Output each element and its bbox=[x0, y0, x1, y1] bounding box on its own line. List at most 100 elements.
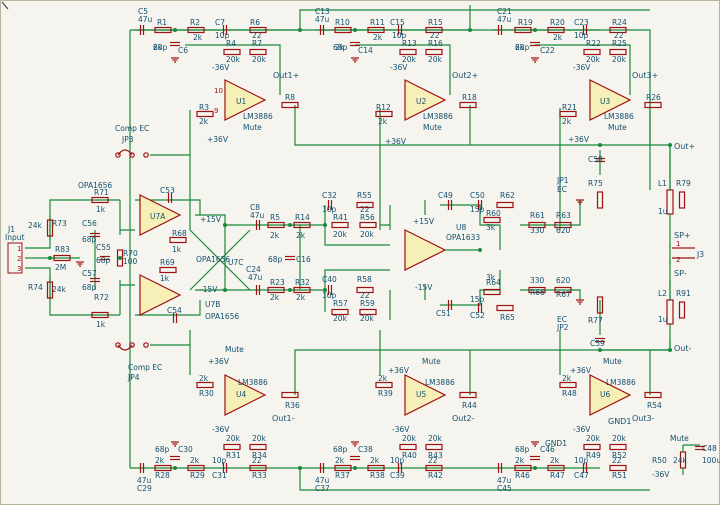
svg-text:22: 22 bbox=[360, 291, 370, 300]
svg-text:R18: R18 bbox=[462, 93, 477, 102]
svg-text:C38: C38 bbox=[358, 445, 373, 454]
svg-text:OPA1656: OPA1656 bbox=[78, 181, 112, 190]
svg-text:20k: 20k bbox=[360, 314, 375, 323]
svg-text:68p: 68p bbox=[333, 445, 348, 454]
svg-text:-36V: -36V bbox=[573, 63, 591, 72]
svg-text:C45: C45 bbox=[497, 484, 512, 493]
svg-text:JP1: JP1 bbox=[556, 176, 569, 185]
svg-text:C47: C47 bbox=[574, 471, 589, 480]
svg-text:Mute: Mute bbox=[603, 357, 622, 366]
svg-text:R30: R30 bbox=[199, 389, 214, 398]
svg-text:Mute: Mute bbox=[670, 434, 689, 443]
svg-text:-15V: -15V bbox=[200, 285, 218, 294]
svg-text:U6: U6 bbox=[600, 390, 610, 399]
svg-text:2k: 2k bbox=[370, 456, 380, 465]
svg-text:R37: R37 bbox=[335, 471, 350, 480]
svg-text:+15V: +15V bbox=[413, 217, 435, 226]
svg-text:10p: 10p bbox=[574, 456, 589, 465]
input-label: Input bbox=[5, 233, 24, 242]
svg-text:10p: 10p bbox=[322, 291, 337, 300]
svg-text:R38: R38 bbox=[370, 471, 385, 480]
svg-text:22: 22 bbox=[360, 205, 370, 214]
svg-text:C53: C53 bbox=[160, 186, 175, 195]
net-spm: SP- bbox=[674, 269, 687, 278]
svg-text:47u: 47u bbox=[315, 15, 330, 24]
svg-text:68p: 68p bbox=[82, 283, 97, 292]
svg-text:+36V: +36V bbox=[388, 366, 410, 375]
svg-text:Mute: Mute bbox=[423, 123, 442, 132]
svg-text:R71: R71 bbox=[94, 188, 109, 197]
svg-text:R52: R52 bbox=[612, 451, 627, 460]
svg-text:R24: R24 bbox=[612, 18, 627, 27]
svg-text:LM3886: LM3886 bbox=[238, 378, 268, 387]
svg-text:R23: R23 bbox=[270, 278, 285, 287]
svg-text:R15: R15 bbox=[428, 18, 443, 27]
svg-text:2k: 2k bbox=[562, 117, 572, 126]
svg-text:C46: C46 bbox=[540, 445, 555, 454]
svg-text:2k: 2k bbox=[515, 456, 525, 465]
svg-text:68p: 68p bbox=[333, 43, 348, 52]
svg-text:10p: 10p bbox=[212, 456, 227, 465]
svg-text:C39: C39 bbox=[390, 471, 405, 480]
svg-text:2k: 2k bbox=[153, 43, 163, 52]
svg-text:3: 3 bbox=[17, 265, 21, 273]
svg-text:1k: 1k bbox=[96, 320, 106, 329]
svg-text:C15: C15 bbox=[390, 18, 405, 27]
svg-text:C32: C32 bbox=[322, 191, 337, 200]
svg-text:47u: 47u bbox=[497, 15, 512, 24]
svg-text:-36V: -36V bbox=[212, 425, 230, 434]
svg-text:10p: 10p bbox=[574, 31, 589, 40]
svg-text:C7: C7 bbox=[215, 18, 225, 27]
svg-text:+36V: +36V bbox=[568, 135, 590, 144]
svg-text:R47: R47 bbox=[550, 471, 565, 480]
jumper-jp3: Comp EC JP3 bbox=[115, 124, 149, 158]
svg-text:20k: 20k bbox=[402, 434, 417, 443]
svg-text:C50: C50 bbox=[470, 191, 485, 200]
svg-text:R83: R83 bbox=[55, 245, 70, 254]
amp-u7b: U7B OPA1656 bbox=[139, 274, 239, 321]
svg-text:-36V: -36V bbox=[573, 425, 591, 434]
svg-text:C57: C57 bbox=[82, 269, 97, 278]
svg-text:24k: 24k bbox=[28, 221, 43, 230]
svg-text:2k: 2k bbox=[190, 456, 200, 465]
svg-text:C49: C49 bbox=[438, 191, 453, 200]
svg-text:R13: R13 bbox=[402, 39, 417, 48]
svg-text:R14: R14 bbox=[295, 213, 310, 222]
svg-text:R5: R5 bbox=[270, 213, 280, 222]
svg-text:2k: 2k bbox=[199, 374, 209, 383]
svg-text:20k: 20k bbox=[586, 434, 601, 443]
svg-text:R10: R10 bbox=[335, 18, 350, 27]
svg-text:47u: 47u bbox=[137, 476, 152, 485]
svg-text:R21: R21 bbox=[562, 103, 577, 112]
svg-text:C31: C31 bbox=[212, 471, 227, 480]
svg-text:U5: U5 bbox=[416, 390, 426, 399]
svg-text:C40: C40 bbox=[322, 275, 337, 284]
svg-text:R41: R41 bbox=[333, 213, 348, 222]
svg-text:1: 1 bbox=[676, 240, 680, 248]
svg-text:R44: R44 bbox=[462, 401, 477, 410]
svg-text:R36: R36 bbox=[285, 401, 300, 410]
svg-text:GND1: GND1 bbox=[545, 439, 567, 448]
svg-text:R28: R28 bbox=[155, 471, 170, 480]
svg-text:20k: 20k bbox=[612, 434, 627, 443]
svg-text:20k: 20k bbox=[402, 55, 417, 64]
svg-text:2k: 2k bbox=[296, 293, 306, 302]
svg-text:R39: R39 bbox=[378, 389, 393, 398]
svg-text:R31: R31 bbox=[226, 451, 241, 460]
svg-text:+15V: +15V bbox=[200, 215, 222, 224]
svg-text:20k: 20k bbox=[226, 55, 241, 64]
svg-text:+36V: +36V bbox=[385, 137, 407, 146]
amp-u4: U4 LM3886 Mute +36V -36V bbox=[208, 345, 268, 434]
svg-text:U8: U8 bbox=[456, 223, 466, 232]
svg-text:68p: 68p bbox=[268, 255, 283, 264]
net-out3p: Out3+ bbox=[632, 71, 658, 80]
svg-text:Comp EC: Comp EC bbox=[115, 124, 149, 133]
svg-text:68p: 68p bbox=[155, 445, 170, 454]
svg-text:OPA1656: OPA1656 bbox=[196, 255, 230, 264]
svg-text:9: 9 bbox=[214, 107, 218, 115]
svg-text:1u: 1u bbox=[658, 207, 668, 216]
